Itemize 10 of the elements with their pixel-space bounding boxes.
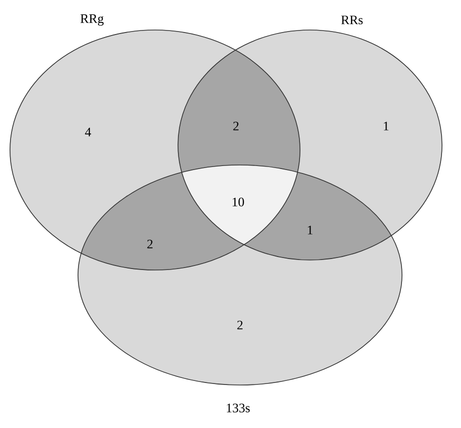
region-count: 10: [232, 198, 244, 206]
set-label: RRg: [80, 14, 104, 26]
region-count: 2: [233, 122, 239, 130]
set-label: RRs: [341, 16, 363, 24]
region-count: 2: [147, 240, 153, 248]
region-count: 4: [85, 128, 92, 136]
region-count: 1: [384, 122, 388, 130]
region-count: 2: [237, 320, 243, 330]
set-label: 133s: [226, 404, 250, 412]
region-count: 1: [308, 226, 312, 234]
